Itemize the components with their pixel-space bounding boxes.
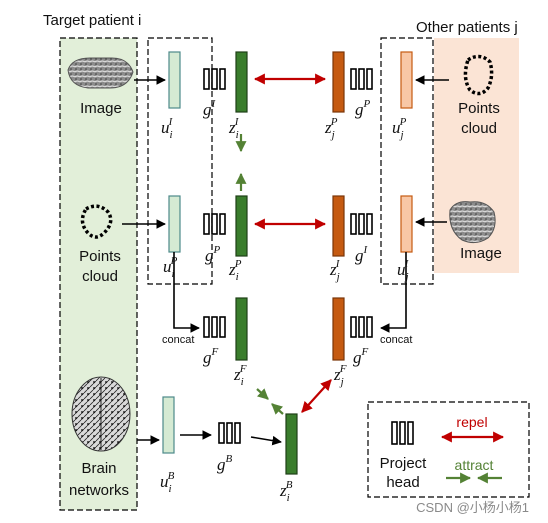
right-points-label-2: cloud	[461, 120, 497, 137]
other-patients-title: Other patients j	[416, 19, 518, 36]
label-u-i-I: uiI	[161, 116, 174, 141]
label-z-i-I: ziI	[228, 116, 240, 141]
right-points-label-1: Points	[458, 100, 500, 117]
label-z-j-P: zjP	[324, 116, 338, 141]
label-z-i-B: ziB	[279, 479, 293, 504]
label-g-F-left: gF	[203, 346, 219, 367]
project-head-g-P-left	[203, 213, 226, 235]
left-points-label-2: cloud	[82, 268, 118, 285]
project-head-g-I-right	[350, 213, 373, 235]
u-i-B-bar	[162, 396, 175, 454]
label-u-i-P: uiP	[163, 255, 178, 280]
left-image-label: Image	[80, 100, 122, 117]
target-patient-title: Target patient i	[43, 12, 141, 29]
point-cloud-right-icon	[463, 54, 494, 96]
brain-network-icon	[71, 376, 131, 452]
right-encoder-group-box	[380, 37, 434, 285]
mri-scan-left-icon	[67, 57, 134, 89]
project-head-g-F-right	[350, 316, 373, 338]
attract-arrows	[235, 134, 284, 415]
point-cloud-left-icon	[80, 204, 113, 239]
project-head-g-B	[218, 422, 241, 444]
legend-box	[367, 401, 530, 498]
legend-project-label-1: Project	[380, 455, 428, 472]
label-g-I-right: gI	[355, 244, 369, 265]
u-j-I-bar	[400, 195, 413, 253]
mri-scan-right-icon	[449, 201, 496, 244]
right-image-label: Image	[460, 245, 502, 262]
label-u-i-B: uiB	[160, 470, 175, 495]
z-i-I-bar	[235, 51, 248, 113]
label-z-i-P: ziP	[228, 258, 242, 283]
z-i-B-bar	[285, 413, 298, 475]
concat-label-right: concat	[380, 334, 412, 346]
label-z-j-I: zjI	[329, 258, 341, 283]
z-j-I-bar	[332, 195, 345, 257]
u-j-P-bar	[400, 51, 413, 109]
label-u-j-P: ujP	[392, 116, 407, 141]
z-j-F-bar	[332, 297, 345, 361]
u-i-P-bar	[168, 195, 181, 253]
legend-project-head-icon	[391, 421, 414, 445]
label-z-i-F: ziF	[233, 363, 247, 388]
label-z-j-F: zjF	[333, 363, 347, 388]
project-head-g-P-right	[350, 68, 373, 90]
brain-label-2: networks	[69, 482, 129, 499]
label-g-B: gB	[217, 453, 233, 474]
u-i-I-bar	[168, 51, 181, 109]
left-points-label-1: Points	[79, 248, 121, 265]
brain-label-1: Brain	[81, 460, 116, 477]
watermark: CSDN @小杨小杨1	[416, 500, 529, 515]
label-g-I-left: gI	[203, 98, 217, 119]
project-head-g-I-left	[203, 68, 226, 90]
label-g-P-right: gP	[355, 98, 371, 119]
z-i-F-bar	[235, 297, 248, 361]
flow-arrows	[122, 75, 449, 446]
project-head-g-F-left	[203, 316, 226, 338]
legend-project-label-2: head	[386, 474, 419, 491]
z-i-P-bar	[235, 195, 248, 257]
repel-arrows	[253, 73, 332, 413]
legend-repel-label: repel	[456, 414, 487, 430]
left-encoder-group-box	[147, 37, 213, 285]
legend-attract-label: attract	[455, 457, 494, 473]
concat-label-left: concat	[162, 334, 194, 346]
label-g-P-left: gP	[205, 244, 221, 265]
label-u-j-I: ujI	[397, 258, 410, 283]
z-j-P-bar	[332, 51, 345, 113]
label-g-F-right: gF	[353, 346, 369, 367]
